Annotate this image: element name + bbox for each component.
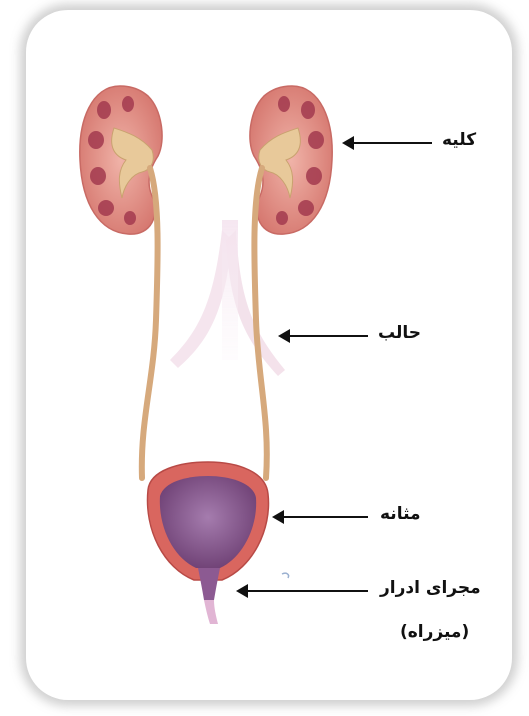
- urethra-label: مجرای ادرار: [380, 578, 481, 598]
- kidney-label: کلیه: [442, 130, 476, 150]
- vessels-shadow: [170, 220, 285, 376]
- ureter-label: حالب: [378, 323, 421, 343]
- right-kidney: [250, 86, 332, 234]
- bladder-label: مثانه: [380, 504, 421, 524]
- bladder-arrow: [274, 516, 368, 518]
- urethra-alt-label: (میزراه): [400, 622, 469, 642]
- left-kidney: [80, 86, 162, 234]
- urethra-arrow: [238, 590, 368, 592]
- kidney-arrow: [344, 142, 432, 144]
- bladder: [147, 462, 268, 600]
- urethra: [204, 600, 218, 624]
- ureter-arrow: [280, 335, 368, 337]
